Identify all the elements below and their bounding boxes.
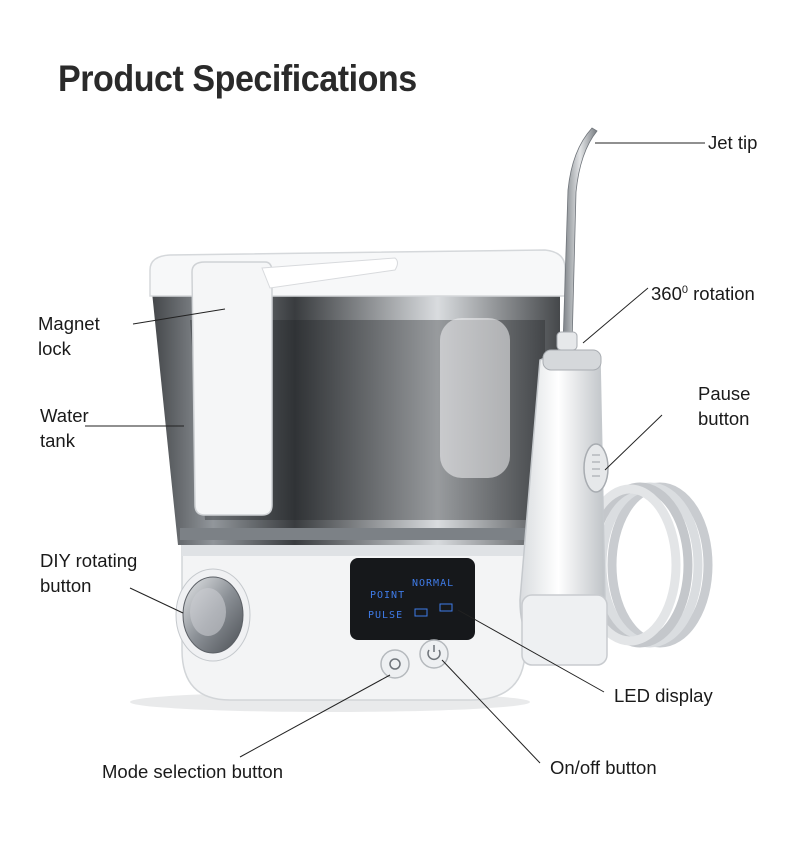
label-onoff-button: On/off button [550,757,657,778]
label-water-tank: Water tank [40,403,89,453]
diy-line1: DIY rotating [40,550,138,571]
label-mode-selection: Mode selection button [102,761,284,782]
pause-line1: Pause [698,383,751,404]
led-display-panel [350,558,475,640]
chrome-band [180,528,525,540]
label-jet-tip: Jet tip [708,132,758,153]
rotation-word: rotation [688,283,755,305]
magnet-line1: Magnet [38,313,100,334]
diy-line2: button [40,575,92,596]
led-level-icon [439,603,453,612]
led-mode-normal: NORMAL [412,578,454,589]
handle-collar [542,349,602,371]
led-mode-pulse: PULSE [368,610,403,621]
mode-button-shape [380,649,410,679]
water-line1: Water [40,405,89,426]
magnet-line2: lock [38,338,71,359]
label-360-rotation: 3600 rotation [651,278,755,306]
magnet-lock-panel [191,261,273,516]
pause-line2: button [698,408,750,429]
led-battery-icon [414,608,428,617]
rotation-degree: 0 [681,284,688,296]
pause-button-shape [583,443,609,493]
label-magnet-lock: Magnet lock [38,311,100,361]
led-mode-point: POINT [370,590,405,601]
leader-lines [85,142,705,764]
power-button-shape [419,639,449,669]
label-diy-rotating-button: DIY rotating button [40,548,137,598]
page-title: Product Specifications [58,58,417,99]
rotation-number: 360 [651,283,682,305]
label-pause-button: Pause button [698,381,750,431]
jet-tip [562,127,598,346]
label-led-display: LED display [614,685,713,706]
water-line2: tank [40,430,75,451]
